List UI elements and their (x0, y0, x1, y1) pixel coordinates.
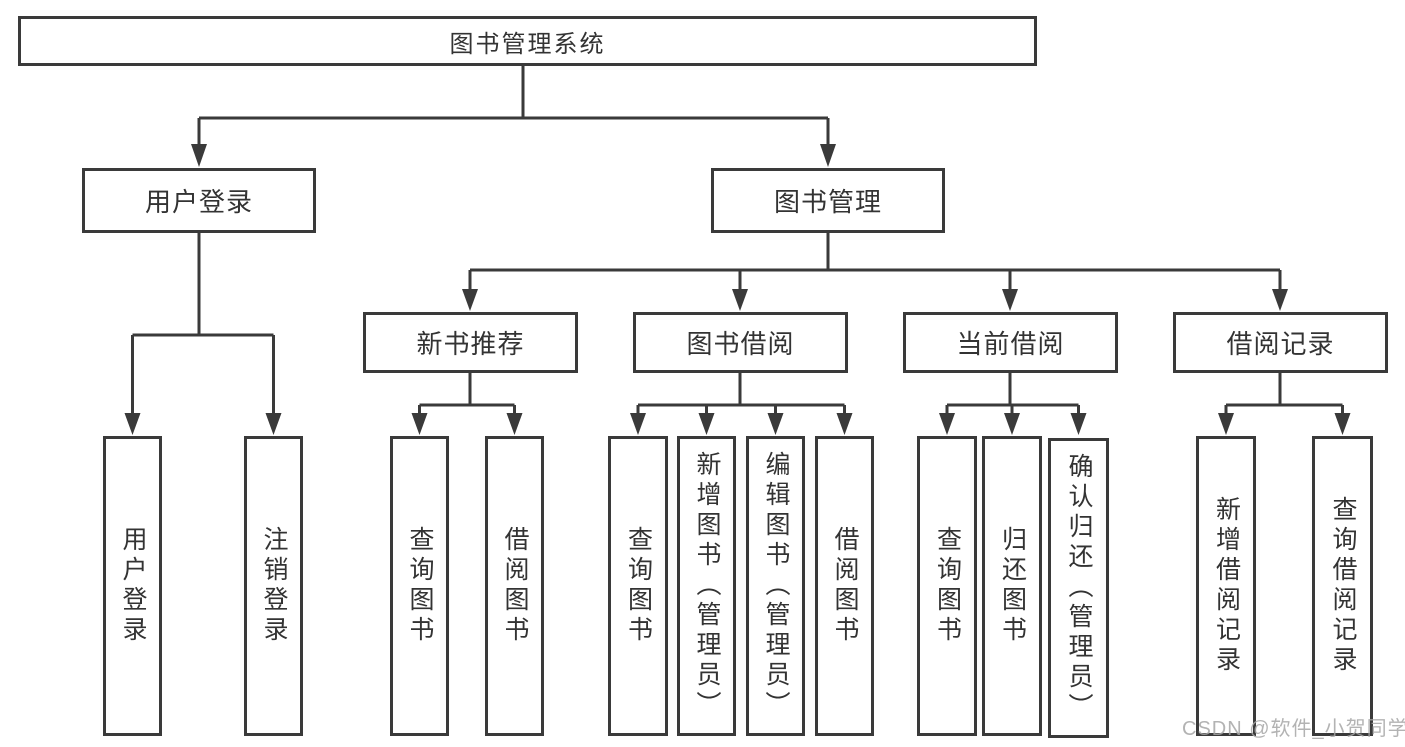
node-user-login: 用户登录 (82, 168, 316, 233)
tree-edges (131, 65, 1344, 416)
leaf-query-books-borrowing: 查询图书 (608, 436, 668, 736)
node-new-book-recommend: 新书推荐 (363, 312, 578, 373)
leaf-confirm-return-admin: 确认归还（管理员） (1048, 438, 1109, 738)
leaf-query-books-current: 查询图书 (917, 436, 977, 736)
leaf-edit-book-admin-label: 编辑图书（管理员） (762, 451, 790, 721)
node-borrowing-records-label: 借阅记录 (1226, 329, 1335, 359)
leaf-return-books-label: 归还图书 (998, 526, 1027, 646)
leaf-query-books-borrowing-label: 查询图书 (624, 526, 653, 646)
leaf-borrow-books-borrowing-label: 借阅图书 (831, 526, 859, 646)
leaf-borrow-books-borrowing: 借阅图书 (815, 436, 874, 736)
node-user-login-label: 用户登录 (144, 187, 253, 217)
leaf-query-books-recommend: 查询图书 (390, 436, 449, 736)
leaf-confirm-return-admin-label: 确认归还（管理员） (1065, 453, 1093, 723)
csdn-watermark: CSDN @软件_小贺同学 (1182, 718, 1405, 740)
leaf-borrow-books-recommend: 借阅图书 (485, 436, 544, 736)
leaf-query-borrow-record-label: 查询借阅记录 (1329, 496, 1357, 676)
leaf-add-borrow-record: 新增借阅记录 (1196, 436, 1256, 736)
arrowheads (124, 144, 1351, 435)
leaf-logout-label: 注销登录 (260, 526, 288, 646)
node-borrowing-records: 借阅记录 (1173, 312, 1388, 373)
node-book-management: 图书管理 (711, 168, 945, 233)
node-current-borrowing-label: 当前借阅 (956, 329, 1065, 359)
node-new-book-recommend-label: 新书推荐 (416, 329, 525, 359)
leaf-borrow-books-recommend-label: 借阅图书 (501, 526, 529, 646)
leaf-query-borrow-record: 查询借阅记录 (1312, 436, 1373, 736)
leaf-add-book-admin: 新增图书（管理员） (677, 436, 736, 736)
leaf-query-books-recommend-label: 查询图书 (406, 526, 434, 646)
leaf-logout: 注销登录 (244, 436, 303, 736)
leaf-user-login: 用户登录 (103, 436, 162, 736)
leaf-query-books-current-label: 查询图书 (933, 526, 962, 646)
node-library-system-label: 图书管理系统 (449, 30, 606, 58)
leaf-add-book-admin-label: 新增图书（管理员） (693, 451, 721, 721)
node-book-management-label: 图书管理 (773, 187, 882, 217)
leaf-user-login-label: 用户登录 (119, 526, 147, 646)
leaf-edit-book-admin: 编辑图书（管理员） (746, 436, 805, 736)
node-library-system: 图书管理系统 (18, 16, 1037, 66)
node-book-borrowing: 图书借阅 (633, 312, 848, 373)
node-current-borrowing: 当前借阅 (903, 312, 1118, 373)
leaf-return-books: 归还图书 (982, 436, 1042, 736)
leaf-add-borrow-record-label: 新增借阅记录 (1212, 496, 1241, 676)
node-book-borrowing-label: 图书借阅 (686, 329, 795, 359)
